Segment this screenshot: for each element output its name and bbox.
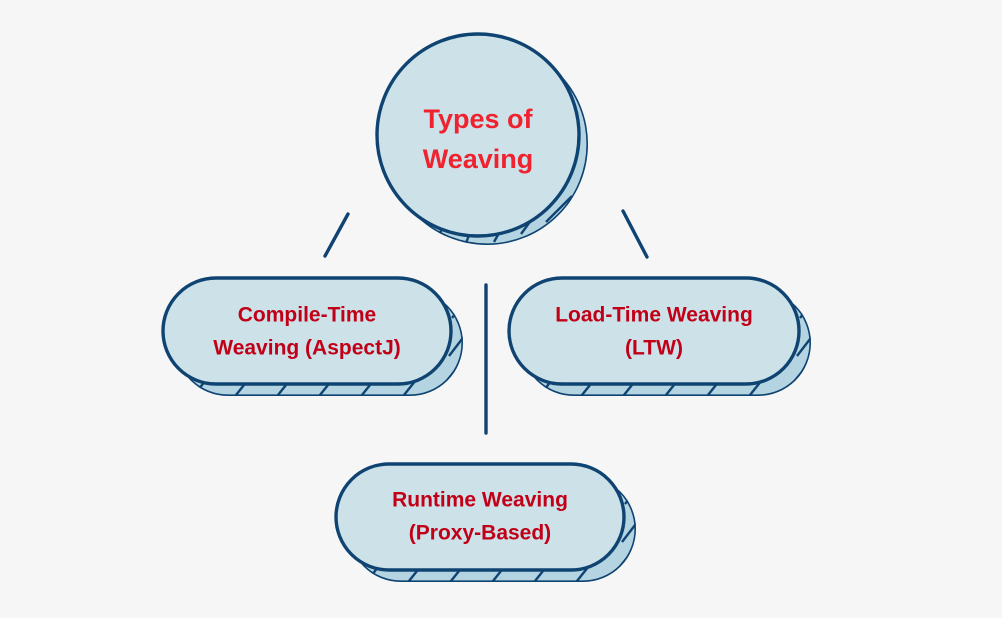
load-time-label-line1: Load-Time Weaving [555,304,753,327]
node-runtime-weaving[interactable]: Runtime Weaving (Proxy-Based) [334,462,647,586]
compile-time-label-line2: Weaving (AspectJ) [213,337,401,360]
node-root[interactable]: Types of Weaving [375,32,613,245]
node-load-time-weaving[interactable]: Load-Time Weaving (LTW) [507,276,822,400]
runtime-label-line2: (Proxy-Based) [409,522,551,545]
load-time-label-line2: (LTW) [625,337,683,360]
runtime-shape [334,462,626,572]
load-time-shape [507,276,801,386]
root-label-line2: Weaving [423,144,534,174]
root-circle [375,32,581,238]
compile-time-shape [161,276,453,386]
connector-root-to-load-time [621,209,649,259]
compile-time-label-line1: Compile-Time [238,304,376,327]
runtime-label-line1: Runtime Weaving [392,489,568,512]
connector-root-to-compile-time [323,212,350,258]
node-compile-time-weaving[interactable]: Compile-Time Weaving (AspectJ) [161,276,474,400]
root-label-line1: Types of [423,104,533,134]
